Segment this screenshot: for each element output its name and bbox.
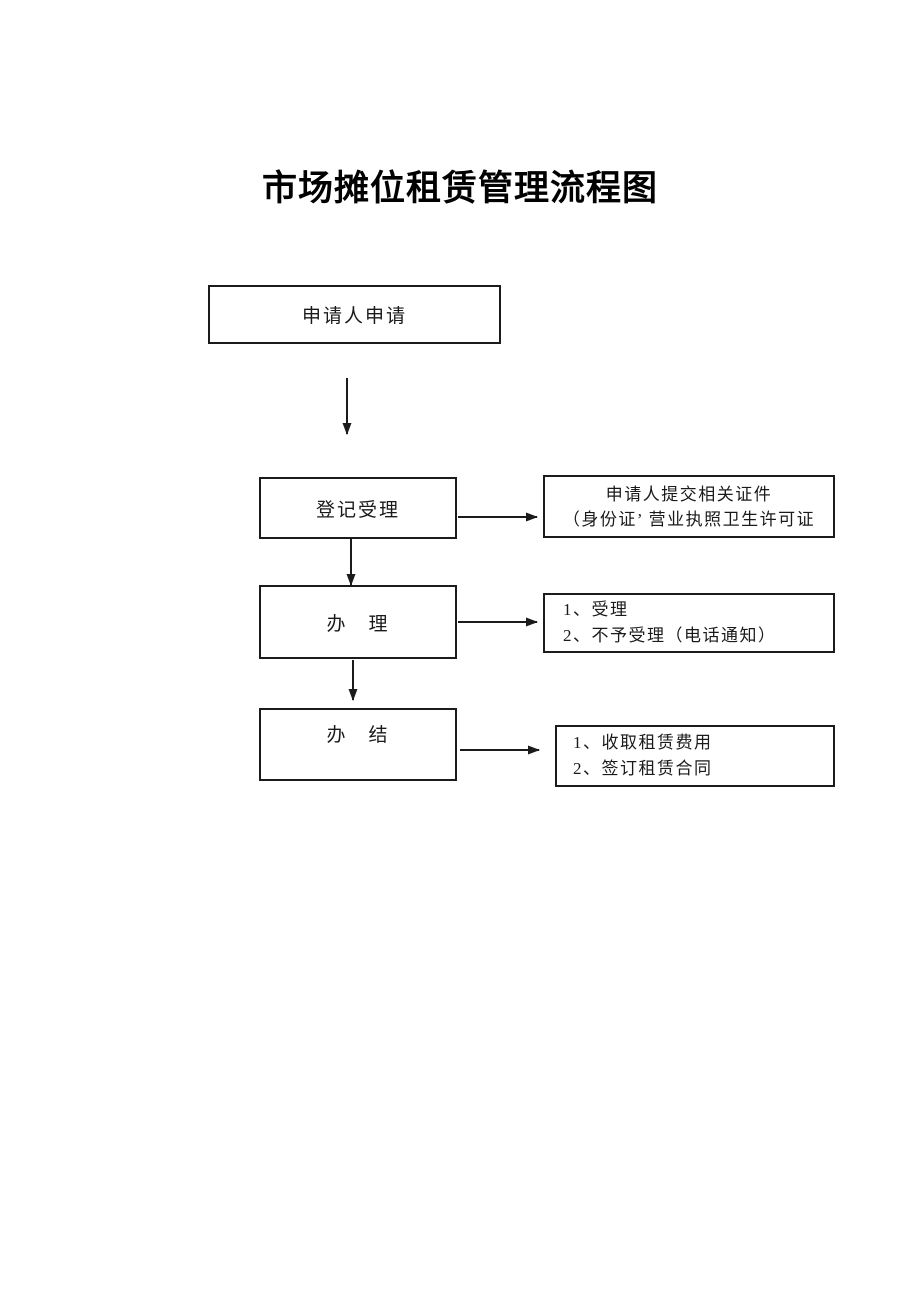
flow-node-process-label: 办 理 <box>326 613 390 635</box>
flow-node-process: 办 理 <box>259 585 457 659</box>
flow-node-apply: 申请人申请 <box>208 285 501 344</box>
side-note-outcomes-line2: 2、不予受理（电话通知） <box>563 626 777 645</box>
flow-node-complete: 办 结 <box>259 708 457 781</box>
side-note-documents-line2: （身份证’ 营业执照卫生许可证 <box>562 509 816 529</box>
side-note-documents: 申请人提交相关证件 （身份证’ 营业执照卫生许可证 <box>543 475 835 538</box>
side-note-actions: 1、收取租赁费用 2、签订租赁合同 <box>555 725 835 787</box>
flow-node-complete-label: 办 结 <box>326 725 390 746</box>
side-note-actions-line2: 2、签订租赁合同 <box>573 759 713 778</box>
side-note-outcomes-line1: 1、受理 <box>563 600 629 619</box>
flow-node-register: 登记受理 <box>259 477 457 539</box>
page-title: 市场摊位租赁管理流程图 <box>261 169 658 208</box>
side-note-documents-line1: 申请人提交相关证件 <box>605 484 773 504</box>
flow-node-register-label: 登记受理 <box>315 499 400 521</box>
side-note-outcomes: 1、受理 2、不予受理（电话通知） <box>543 593 835 653</box>
side-note-actions-line1: 1、收取租赁费用 <box>573 733 713 752</box>
flow-node-apply-label: 申请人申请 <box>301 306 407 327</box>
